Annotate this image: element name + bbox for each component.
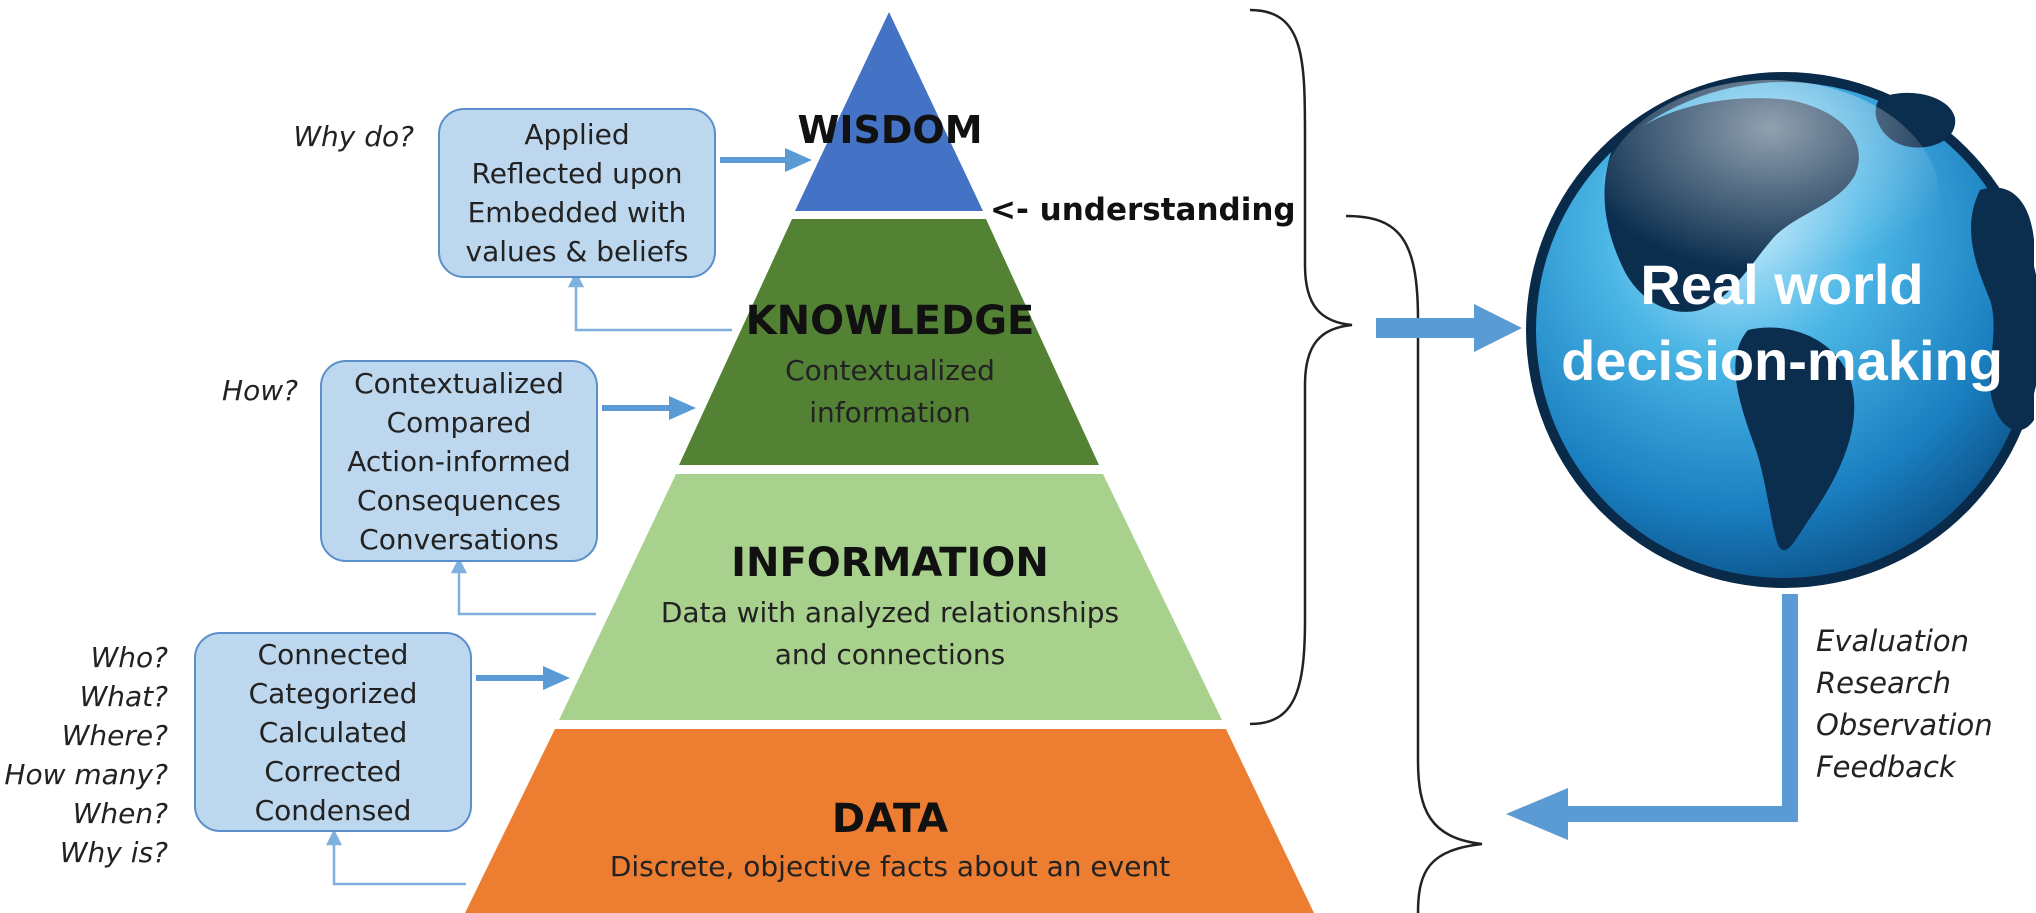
- lower-brace: [1345, 214, 1483, 913]
- wisdom-attr-3: Embedded with: [467, 196, 687, 229]
- wisdom-attr-1: Applied: [524, 118, 630, 151]
- feedback-observation: Observation: [1816, 708, 1993, 742]
- feedback-return-arrow: [1506, 594, 1798, 840]
- knowledge-attr-5: Conversations: [359, 522, 559, 556]
- knowledge-attr-2: Compared: [386, 405, 532, 439]
- wisdom-layer: [795, 12, 983, 211]
- question-who: Who?: [90, 641, 168, 674]
- knowledge-feed-arrow: [567, 271, 732, 332]
- information-subtitle-line-2: and connections: [774, 638, 1006, 671]
- box-to-wisdom-arrow: [720, 148, 812, 172]
- question-why-is: Why is?: [59, 836, 168, 869]
- data-title: DATA: [831, 796, 949, 842]
- question-how-many: How many?: [4, 758, 168, 791]
- knowledge-attr-4: Consequences: [357, 483, 561, 517]
- knowledge-title: KNOWLEDGE: [745, 298, 1035, 344]
- information-feed-arrow: [450, 557, 596, 616]
- box-to-knowledge-arrow: [602, 396, 696, 420]
- wisdom-question: Why do?: [293, 120, 414, 153]
- knowledge-layer: [679, 219, 1099, 465]
- globe-label-line-2: decision-making: [1561, 329, 2003, 392]
- wisdom-attr-2: Reflected upon: [471, 157, 683, 190]
- data-feed-arrow: [325, 829, 466, 886]
- knowledge-question: How?: [222, 374, 298, 407]
- information-attributes-box: Connected Categorized Calculated Correct…: [194, 632, 472, 832]
- information-layer: [559, 474, 1222, 720]
- knowledge-attributes-box: Contextualized Compared Action-informed …: [320, 360, 598, 562]
- knowledge-attr-1: Contextualized: [354, 366, 564, 400]
- upper-brace: [1249, 8, 1353, 726]
- knowledge-subtitle-line-1: Contextualized: [785, 354, 995, 387]
- wisdom-attr-4: values & beliefs: [465, 235, 689, 268]
- wisdom-attributes-box: Applied Reflected upon Embedded with val…: [438, 108, 716, 278]
- question-where: Where?: [61, 719, 168, 752]
- globe-label-line-1: Real world: [1640, 253, 1923, 316]
- wisdom-title: WISDOM: [797, 108, 983, 152]
- understanding-label: <- understanding: [990, 192, 1296, 228]
- information-attr-4: Corrected: [264, 754, 402, 788]
- to-globe-arrow: [1376, 304, 1522, 352]
- information-attr-2: Categorized: [248, 676, 418, 710]
- knowledge-attr-3: Action-informed: [347, 444, 571, 478]
- knowledge-subtitle-line-2: information: [809, 396, 971, 429]
- feedback-research: Research: [1816, 666, 1951, 700]
- data-subtitle: Discrete, objective facts about an event: [609, 850, 1171, 883]
- feedback-evaluation: Evaluation: [1816, 624, 1970, 658]
- information-attr-5: Condensed: [254, 793, 412, 827]
- data-layer: [465, 729, 1314, 913]
- globe-icon: Real world decision-making: [1526, 72, 2036, 588]
- information-subtitle-line-1: Data with analyzed relationships: [660, 596, 1120, 629]
- box-to-information-arrow: [476, 666, 570, 690]
- feedback-list: Evaluation Research Observation Feedback: [1816, 620, 2026, 788]
- information-title: INFORMATION: [731, 540, 1049, 586]
- question-when: When?: [72, 797, 168, 830]
- information-questions: Who? What? Where? How many? When? Why is…: [0, 638, 168, 872]
- information-attr-1: Connected: [257, 637, 409, 671]
- information-attr-3: Calculated: [258, 715, 408, 749]
- question-what: What?: [79, 680, 168, 713]
- feedback-feedback: Feedback: [1816, 750, 1956, 784]
